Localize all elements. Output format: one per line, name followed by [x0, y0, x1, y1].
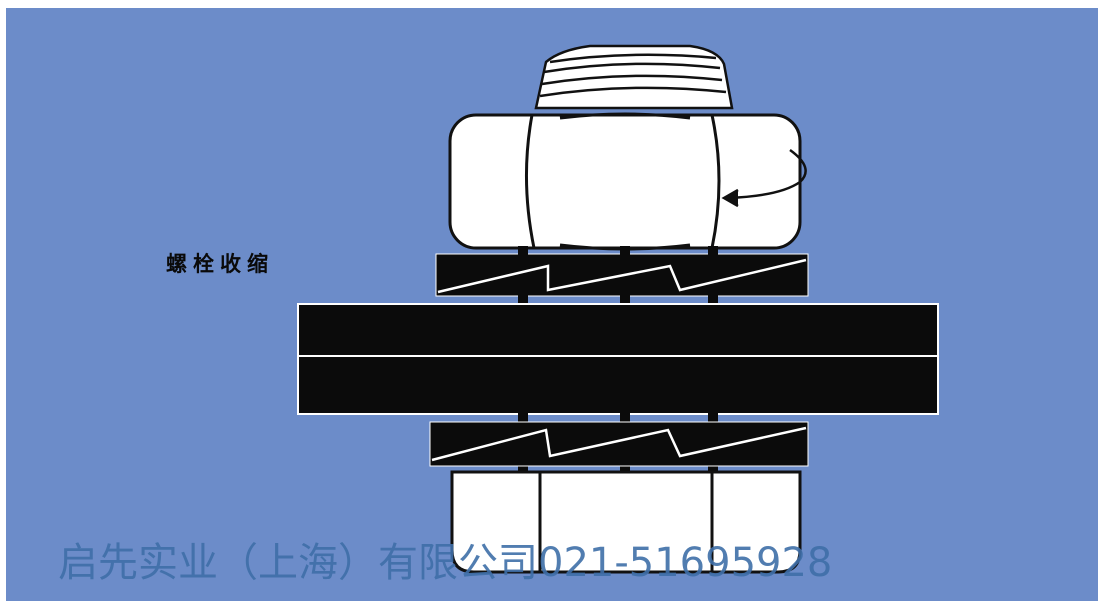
bolt-shank-top [518, 246, 718, 306]
bolt-shank-bottom [518, 412, 718, 474]
bolt-thread-tip [534, 44, 734, 110]
top-washer [435, 253, 809, 297]
bolt-shrinkage-label: 螺栓收缩 [166, 252, 274, 276]
rotation-arrow-icon [721, 148, 807, 208]
company-watermark: 启先实业（上海）有限公司021-51695928 [58, 540, 832, 586]
top-hex-nut [448, 112, 802, 251]
bottom-washer [429, 421, 809, 467]
clamped-plates [297, 303, 939, 415]
bottom-bolt-head [450, 470, 802, 574]
